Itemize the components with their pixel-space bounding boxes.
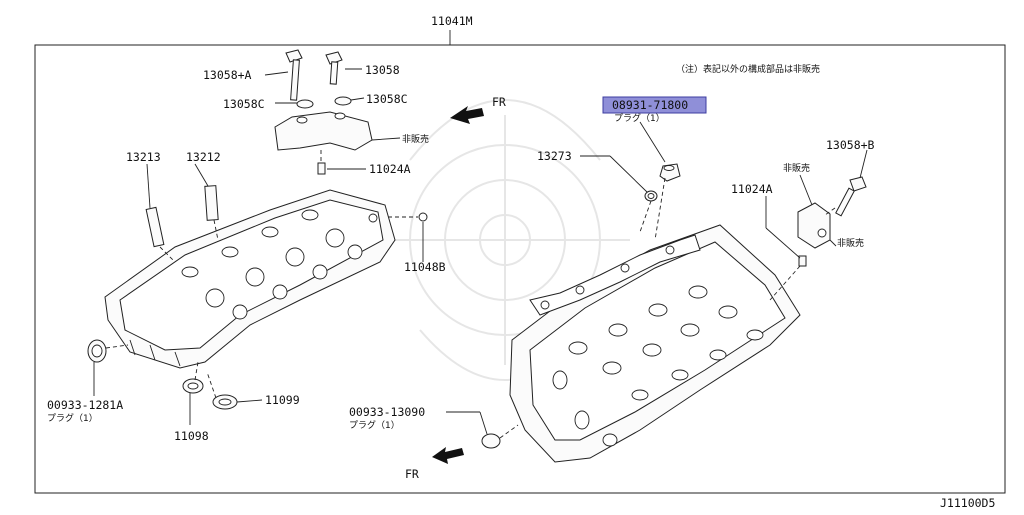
label-13058-b[interactable]: 13058+B: [826, 138, 875, 152]
not-sold-note: （注）表記以外の構成部品は非販売: [676, 63, 820, 75]
right-bearing-cap[interactable]: [797, 202, 831, 249]
front-arrow-bottom: [432, 447, 464, 464]
right-cylinder-head[interactable]: [509, 224, 801, 463]
label-13273[interactable]: 13273: [537, 149, 572, 163]
label-13058-a[interactable]: 13058+A: [203, 68, 252, 82]
label-13058c-right[interactable]: 13058C: [366, 92, 408, 106]
label-08931-71800[interactable]: 08931-71800: [612, 98, 688, 112]
front-arrow-top: [450, 106, 484, 124]
tube-13212[interactable]: [204, 185, 219, 221]
label-00933-1281a-qty: プラグ（1）: [47, 412, 98, 424]
label-13058[interactable]: 13058: [365, 63, 400, 77]
pin-11024a-right[interactable]: [798, 255, 807, 267]
label-13058c-left[interactable]: 13058C: [223, 97, 265, 111]
label-fr-top: FR: [492, 95, 506, 109]
assembly-label[interactable]: 11041M: [431, 14, 473, 28]
label-not-sold-2: 非販売: [783, 162, 810, 174]
label-00933-1281a[interactable]: 00933-1281A: [47, 398, 123, 412]
label-not-sold-1: 非販売: [402, 133, 429, 145]
washer-13058c-left[interactable]: [296, 99, 314, 109]
bolt-13058-a[interactable]: [285, 49, 303, 101]
left-cylinder-head[interactable]: [104, 189, 396, 369]
pin-11024a-left[interactable]: [317, 162, 326, 175]
dowel-11048b[interactable]: [418, 212, 428, 222]
left-bearing-cap[interactable]: [274, 111, 373, 151]
diagram-id: J11100D5: [940, 496, 995, 510]
label-13212[interactable]: 13212: [186, 150, 221, 164]
bolt-13058[interactable]: [325, 51, 343, 85]
label-11024a-left[interactable]: 11024A: [369, 162, 411, 176]
label-00933-13090-qty: プラグ（1）: [349, 419, 400, 431]
label-08931-71800-qty: プラグ（1）: [614, 112, 665, 124]
watermark-emblem: [380, 99, 630, 381]
tube-13213[interactable]: [145, 206, 165, 248]
washer-13058c-right[interactable]: [334, 96, 352, 106]
label-00933-13090[interactable]: 00933-13090: [349, 405, 425, 419]
label-fr-bottom: FR: [405, 467, 419, 481]
part-highlight-box: [602, 96, 707, 114]
label-11098[interactable]: 11098: [174, 429, 209, 443]
plug-00933-13090[interactable]: [481, 433, 501, 449]
diagram-frame: [34, 44, 1006, 494]
label-13213[interactable]: 13213: [126, 150, 161, 164]
label-11024a-right[interactable]: 11024A: [731, 182, 773, 196]
label-not-sold-3: 非販売: [837, 237, 864, 249]
plug-08931-71800[interactable]: [659, 163, 681, 182]
leader-lines: [93, 68, 868, 439]
label-11099[interactable]: 11099: [265, 393, 300, 407]
bolt-13058-b[interactable]: [835, 176, 867, 217]
label-11048b[interactable]: 11048B: [404, 260, 446, 274]
